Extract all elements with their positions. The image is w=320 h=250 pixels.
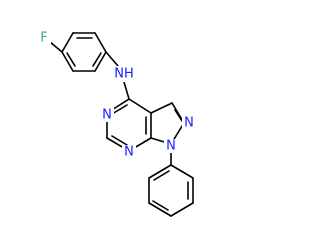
bond — [170, 202, 194, 217]
phenyl-ring — [148, 164, 194, 217]
bond — [61, 51, 74, 72]
bond-c-f — [49, 41, 63, 53]
double-bond-inner — [111, 104, 128, 115]
double-bond-inner — [153, 170, 170, 181]
atom-label-nitrogen-7: N — [124, 145, 134, 160]
atom-label-nitrogen-1: N — [166, 139, 176, 154]
bond — [94, 32, 107, 53]
double-bond-inner — [152, 200, 169, 211]
bond — [128, 98, 152, 114]
double-bond-inner — [111, 135, 128, 146]
double-bond-inner — [92, 52, 102, 67]
pyrimidine-ring — [106, 98, 152, 152]
molecule-structure-diagram: F NH N N N N — [37, 30, 196, 217]
atom-labels: F NH N N N N — [37, 30, 196, 160]
fluorophenyl-ring — [49, 32, 119, 72]
bond — [94, 51, 107, 72]
atom-label-nitrogen-2: N — [184, 116, 194, 131]
bond-nh-c4 — [123, 81, 130, 100]
bond-c-nh — [105, 51, 119, 67]
bond — [61, 32, 74, 53]
bond — [150, 102, 173, 114]
double-bond-inner — [66, 52, 76, 67]
bond — [148, 164, 172, 179]
bond — [170, 164, 194, 179]
atom-label-nitrogen-5: N — [102, 108, 112, 123]
atom-label-amine: NH — [114, 67, 134, 82]
atom-label-fluorine: F — [40, 31, 47, 46]
bond — [148, 202, 172, 217]
